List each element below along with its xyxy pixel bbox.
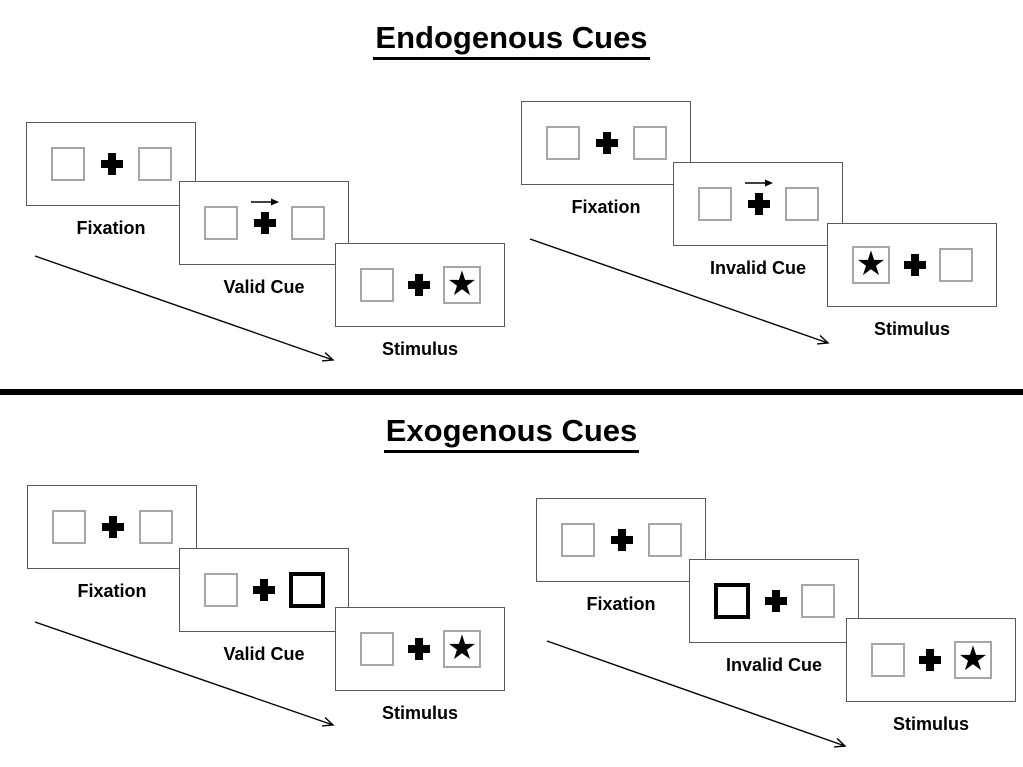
star-icon: ★ [855, 243, 887, 284]
right-target-box: ★ [954, 641, 992, 679]
left-placeholder-box [360, 632, 394, 666]
timeline-arrow [546, 640, 847, 748]
right-placeholder-box [801, 584, 835, 618]
left-placeholder-box [546, 126, 580, 160]
screen-frame [536, 498, 706, 582]
panel-label: Valid Cue [223, 277, 305, 297]
exogenous-valid-fixation-panel: Fixation [27, 485, 197, 602]
exogenous-valid-stimulus-panel: ★ Stimulus [335, 607, 505, 724]
panel-label: Invalid Cue [725, 655, 823, 675]
left-placeholder-box [561, 523, 595, 557]
panel-label: Invalid Cue [709, 258, 807, 278]
fixation-cross-icon [253, 212, 276, 234]
endogenous-invalid-cue-panel: Invalid Cue [673, 162, 843, 279]
panel-label: Stimulus [381, 339, 458, 359]
endogenous-section-title: Endogenous Cues [0, 20, 1023, 60]
screen-frame [179, 548, 349, 632]
endogenous-invalid-fixation-panel: Fixation [521, 101, 691, 218]
fixation-cross-icon [903, 254, 926, 276]
panel-label: Fixation [571, 197, 641, 217]
fixation-cross-icon [101, 516, 124, 538]
star-icon: ★ [446, 627, 478, 668]
right-placeholder-box [139, 510, 173, 544]
panel-label: Stimulus [892, 714, 969, 734]
left-placeholder-box [51, 147, 85, 181]
endogenous-valid-stimulus-panel: ★ Stimulus [335, 243, 505, 360]
left-target-box: ★ [852, 246, 890, 284]
screen-frame [689, 559, 859, 643]
right-placeholder-box [939, 248, 973, 282]
star-icon: ★ [957, 638, 989, 679]
left-placeholder-box [698, 187, 732, 221]
fixation-cross-icon [747, 193, 770, 215]
cue-right-arrow-icon [250, 198, 279, 206]
exogenous-invalid-cue-panel: Invalid Cue [689, 559, 859, 676]
fixation-cross-icon [407, 274, 430, 296]
screen-frame [521, 101, 691, 185]
right-placeholder-box [138, 147, 172, 181]
right-target-box: ★ [443, 266, 481, 304]
left-placeholder-box [360, 268, 394, 302]
right-placeholder-box [785, 187, 819, 221]
left-placeholder-box [871, 643, 905, 677]
exogenous-section-title: Exogenous Cues [0, 413, 1023, 453]
star-icon: ★ [446, 263, 478, 304]
fixation-cross-icon [252, 579, 275, 601]
exogenous-invalid-stimulus-panel: ★ Stimulus [846, 618, 1016, 735]
panel-label: Valid Cue [223, 644, 305, 664]
left-placeholder-box [204, 206, 238, 240]
screen-frame: ★ [827, 223, 997, 307]
endogenous-invalid-stimulus-panel: ★ Stimulus [827, 223, 997, 340]
section-divider [0, 389, 1023, 395]
fixation-cross-icon [407, 638, 430, 660]
screen-frame: ★ [335, 243, 505, 327]
right-placeholder-box [633, 126, 667, 160]
cue-right-arrow-icon [744, 179, 773, 187]
screen-frame: ★ [846, 618, 1016, 702]
endogenous-valid-cue-panel: Valid Cue [179, 181, 349, 298]
screen-frame [179, 181, 349, 265]
timeline-arrow [529, 238, 830, 345]
fixation-cross-icon [100, 153, 123, 175]
exogenous-valid-cue-panel: Valid Cue [179, 548, 349, 665]
right-placeholder-box [291, 206, 325, 240]
screen-frame [26, 122, 196, 206]
screen-frame: ★ [335, 607, 505, 691]
right-cue-highlight-box [289, 572, 325, 608]
screen-frame [673, 162, 843, 246]
fixation-cross-icon [918, 649, 941, 671]
left-placeholder-box [204, 573, 238, 607]
fixation-cross-icon [595, 132, 618, 154]
left-cue-highlight-box [714, 583, 750, 619]
timeline-arrow [34, 621, 335, 727]
timeline-arrow [34, 255, 335, 362]
screen-frame [27, 485, 197, 569]
left-placeholder-box [52, 510, 86, 544]
panel-label: Fixation [77, 581, 147, 601]
panel-label: Stimulus [381, 703, 458, 723]
endogenous-valid-fixation-panel: Fixation [26, 122, 196, 239]
fixation-cross-icon [610, 529, 633, 551]
panel-label: Fixation [76, 218, 146, 238]
fixation-cross-icon [764, 590, 787, 612]
panel-label: Stimulus [873, 319, 950, 339]
panel-label: Fixation [586, 594, 656, 614]
right-target-box: ★ [443, 630, 481, 668]
right-placeholder-box [648, 523, 682, 557]
exogenous-invalid-fixation-panel: Fixation [536, 498, 706, 615]
